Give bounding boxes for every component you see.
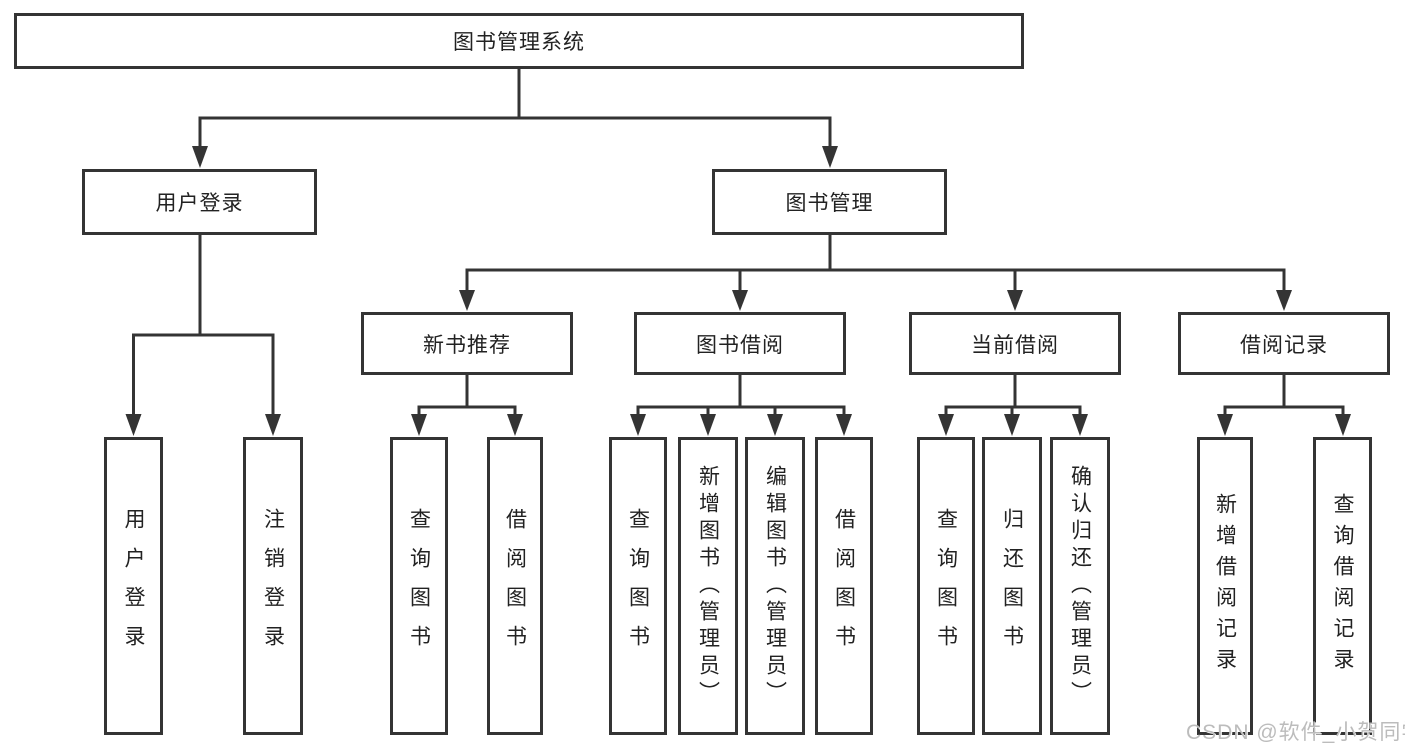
leaf-label: 新增借阅记录 bbox=[1213, 493, 1237, 679]
node-book-borrowing: 图书借阅 bbox=[634, 312, 846, 375]
leaf-label: 查询借阅记录 bbox=[1331, 493, 1354, 679]
csdn-watermark: CSDN @软件_小贺同学 bbox=[1186, 721, 1405, 744]
leaf-label: 借阅图书 bbox=[832, 508, 856, 664]
leaf-label: 注销登录 bbox=[261, 508, 285, 664]
leaf-label: 归还图书 bbox=[1000, 508, 1024, 664]
leaf-logout: 注销登录 bbox=[243, 437, 303, 735]
leaf-query-books-borrowing: 查询图书 bbox=[609, 437, 667, 735]
leaf-label: 查询图书 bbox=[934, 508, 958, 664]
leaf-return-books: 归还图书 bbox=[982, 437, 1042, 735]
leaf-borrow-books-borrowing: 借阅图书 bbox=[815, 437, 873, 735]
leaf-label: 借阅图书 bbox=[503, 508, 527, 664]
node-label: 新书推荐 bbox=[423, 333, 511, 357]
node-label: 用户登录 bbox=[155, 192, 244, 215]
leaf-edit-book-admin: 编辑图书（管理员） bbox=[745, 437, 805, 735]
node-label: 当前借阅 bbox=[971, 333, 1059, 357]
leaf-label: 查询图书 bbox=[626, 508, 650, 664]
leaf-label: 查询图书 bbox=[407, 508, 431, 664]
leaf-borrow-books-recommend: 借阅图书 bbox=[487, 437, 543, 735]
leaf-user-login: 用户登录 bbox=[104, 437, 163, 735]
node-current-borrowing: 当前借阅 bbox=[909, 312, 1121, 375]
leaf-query-borrow-record: 查询借阅记录 bbox=[1313, 437, 1372, 735]
node-borrowing-records: 借阅记录 bbox=[1178, 312, 1390, 375]
node-label: 图书管理系统 bbox=[453, 31, 585, 54]
node-label: 图书管理 bbox=[785, 192, 874, 215]
node-label: 借阅记录 bbox=[1240, 333, 1328, 357]
leaf-query-books-recommend: 查询图书 bbox=[390, 437, 448, 735]
leaf-confirm-return-admin: 确认归还（管理员） bbox=[1050, 437, 1110, 735]
leaf-query-books-current: 查询图书 bbox=[917, 437, 975, 735]
leaf-label: 确认归还（管理员） bbox=[1068, 464, 1092, 708]
leaf-add-book-admin: 新增图书（管理员） bbox=[678, 437, 738, 735]
leaf-label: 用户登录 bbox=[122, 508, 145, 664]
node-book-management: 图书管理 bbox=[712, 169, 947, 235]
node-library-management-system: 图书管理系统 bbox=[14, 13, 1024, 69]
node-label: 图书借阅 bbox=[696, 333, 784, 357]
leaf-label: 编辑图书（管理员） bbox=[763, 464, 787, 708]
leaf-add-borrow-record: 新增借阅记录 bbox=[1197, 437, 1253, 735]
node-user-login: 用户登录 bbox=[82, 169, 317, 235]
node-new-book-recommendation: 新书推荐 bbox=[361, 312, 573, 375]
leaf-label: 新增图书（管理员） bbox=[696, 464, 720, 708]
